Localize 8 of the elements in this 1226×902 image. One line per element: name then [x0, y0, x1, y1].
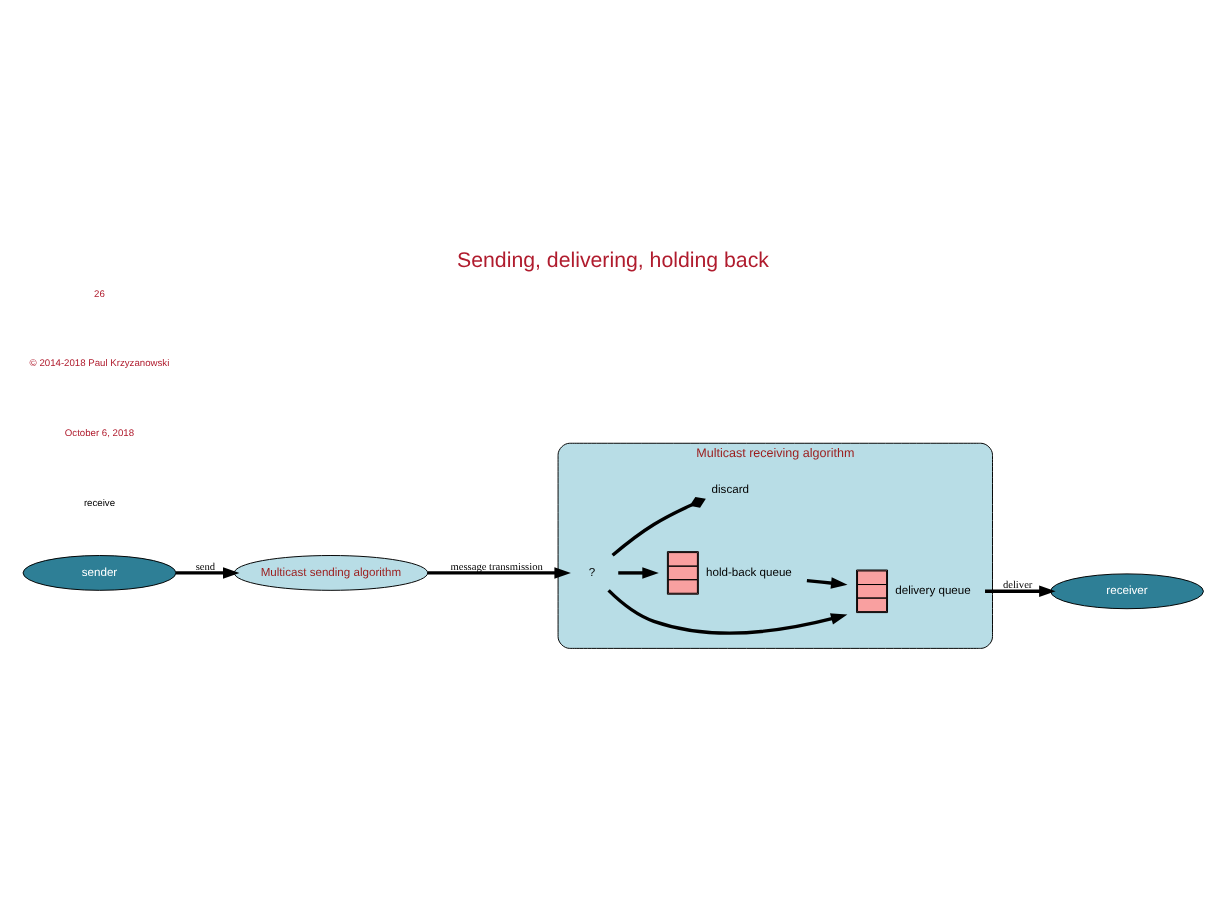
arrow [806, 577, 848, 589]
diagram-title: Sending, delivering, holding back [457, 248, 769, 273]
connector [611, 496, 706, 557]
arrow [607, 589, 848, 635]
arrow [175, 567, 240, 579]
arrow [985, 585, 1056, 598]
arrow [618, 567, 659, 579]
arrow [427, 567, 571, 579]
